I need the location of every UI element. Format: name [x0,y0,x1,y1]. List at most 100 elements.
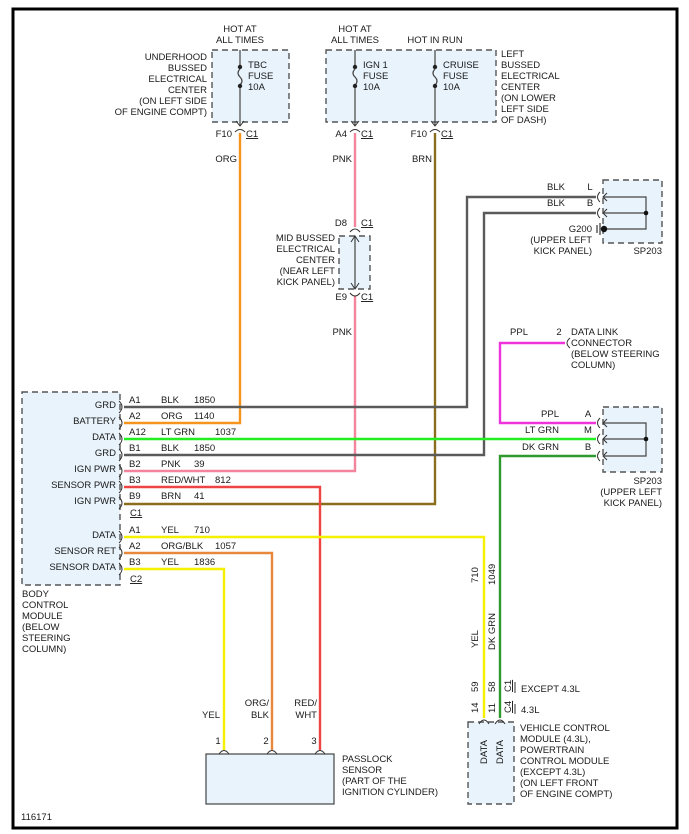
pin-label: 14 [470,702,481,713]
passlock-label-line: SENSOR [342,765,382,776]
connector-icon [566,337,571,349]
wire-color-label: ORG/BLK [161,541,204,552]
circuit-number: 812 [215,475,231,486]
ign1-fuse-name: IGN 1 [363,60,388,71]
underhood-power-label-2: ALL TIMES [216,35,264,46]
circuit-number: 1037 [215,427,236,438]
circuit-number: 1850 [194,443,215,454]
pin-label: B3 [129,475,141,486]
connector-icon [118,448,123,462]
vcm-label-line: POWERTRAIN [520,745,584,756]
pin-label: L [587,182,592,193]
ign1-fuse-rating: 10A [363,82,381,93]
fuse-terminal-icon [432,64,438,70]
ground-label: G200 [569,224,592,235]
splice-node-icon [643,436,649,442]
left-center-label-line: LEFT [501,49,524,60]
pin-label: A [585,409,592,420]
connector-icon [349,292,361,297]
connector-icon [118,546,123,560]
dlc-label-line: CONNECTOR [571,338,632,349]
passlock-label-line: (PART OF THE [342,776,407,787]
wire-color-label: YEL [161,557,179,568]
connector-icon [218,750,230,755]
variant-label: EXCEPT 4.3L [521,684,580,695]
circuit-number: 1140 [194,411,214,422]
pin-function-label: SENSOR PWR [51,480,116,491]
wire-blk-1850-b1 [124,211,596,457]
terminal-arrow-icon [430,120,440,127]
tbc-fuse-rating: 10A [248,82,266,93]
ground-location-label: KICK PANEL) [534,246,592,257]
pin-label: B9 [129,491,141,502]
connector-icon [349,129,361,133]
wire-color-label: YEL [470,630,481,648]
wire-color-label: RED/ [294,698,317,709]
passlock-box [205,753,335,805]
cruise-power-label: HOT IN RUN [407,35,462,46]
connector-icon [597,433,601,445]
mid-center-label-line: CENTER [296,255,335,266]
connector-icon [266,750,278,755]
cruise-fuse-label: FUSE [443,71,468,82]
ground-point-icon [600,225,608,233]
mid-center-label-line: ELECTRICAL [276,244,335,255]
pin-label: M [584,425,592,436]
splice-sp203-data: PPL A LT GRN M DK GRN B SP203 (UPPER LEF… [522,406,663,509]
left-center-label-line: LEFT SIDE [501,104,549,115]
wire-color-label: PNK [161,459,181,470]
bcm-label-line: COLUMN) [22,644,66,655]
wire-color-label: YEL [161,525,179,536]
wire-org-blk-1057 [124,551,274,750]
pin-function-label: GRD [95,400,116,411]
wire-color-label: BLK [161,443,180,454]
circuit-number: 39 [194,459,205,470]
pin-function-label: BATTERY [73,416,117,427]
dlc-label-line: DATA LINK [571,327,619,338]
wire-color-label: LT GRN [161,427,195,438]
wire-color-label: ORG/ [245,698,270,709]
left-center-label-line: ELECTRICAL [501,71,560,82]
passlock-sensor: YEL ORG/ BLK RED/ WHT 1 2 3 PASSLOCK SEN… [202,698,438,805]
wire-color-label: PNK [332,154,352,165]
fuse-terminal-icon [432,83,438,89]
pin-label: 2 [263,736,268,747]
bcm-label-line: CONTROL [22,600,68,611]
pin-function-label: GRD [95,448,116,459]
pin-label: 58 [487,681,498,692]
wire-yel-1836 [124,567,226,750]
fuse-terminal-icon [352,64,358,70]
pin-label: A1 [129,525,141,536]
underhood-label-line: CENTER [168,85,207,96]
wire-color-label: ORG [215,154,237,165]
fuse-icon [352,68,358,86]
pin-label: 3 [311,736,316,747]
fuse-terminal-icon [237,83,243,89]
pin-label: B3 [129,557,141,568]
splice-name: SP203 [633,246,662,257]
data-link-connector: PPL 2 DATA LINK CONNECTOR (BELOW STEERIN… [510,327,660,371]
connector-icon [118,496,123,510]
circuit-number: 1850 [194,395,215,406]
pin-label: 1 [215,736,220,747]
connector-icon [597,417,601,429]
pin-label: D8 [335,218,347,229]
wire-color-label: PPL [541,409,559,420]
pin-function-label: DATA [479,739,490,764]
bcm-box [21,391,121,586]
circuit-number: 1057 [215,541,236,552]
cruise-fuse-rating: 10A [443,82,461,93]
pin-label: A12 [129,427,146,438]
cruise-fuse-name: CRUISE [443,60,479,71]
connector-icon [494,719,506,725]
wire-red-wht-812 [124,485,322,750]
figure-id: 116171 [21,812,52,823]
vehicle-control-module: YEL 710 DK GRN 1049 59 58 C1 14 11 C4 EX… [467,564,612,805]
wire-yel-710 [124,535,486,718]
connector-icon [118,530,123,544]
vcm-label-line: OF ENGINE COMPT) [520,789,612,800]
pin-label: B2 [129,459,141,470]
passlock-label-line: IGNITION CYLINDER) [342,787,438,798]
underhood-label-line: ELECTRICAL [148,74,207,85]
